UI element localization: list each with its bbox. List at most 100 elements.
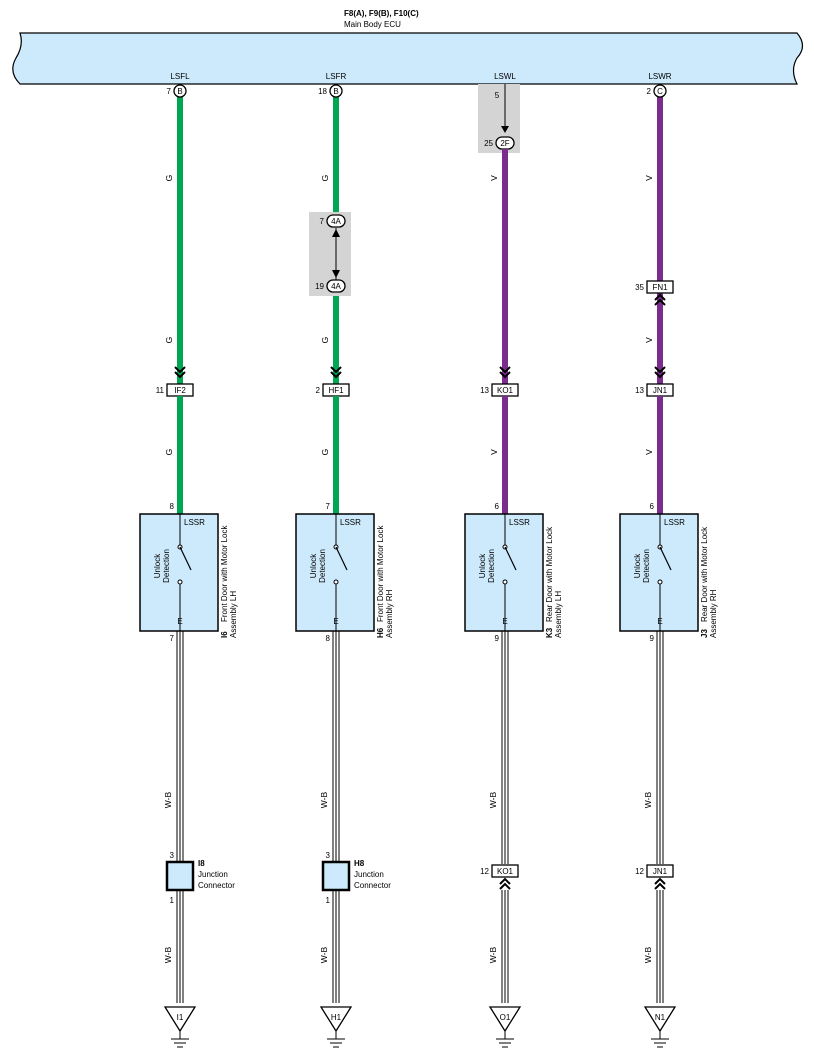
lsfl-junction-name-1: Junction — [198, 870, 228, 879]
lswr-mid-connector-box — [646, 280, 674, 294]
lswr-color-label-2: V — [644, 337, 654, 343]
lswr-ground-label-1: W-B — [643, 791, 653, 808]
lswr-terminal-name: LSWR — [648, 72, 671, 81]
lsfr-ground-name: H1 — [331, 1013, 342, 1022]
lswl-ground-name: O1 — [500, 1013, 511, 1022]
lswr-part-terminal-top: LSSR — [664, 518, 685, 527]
lsfr-junction-pin-top: 3 — [326, 851, 331, 860]
lswr-switch-contact — [657, 579, 663, 585]
lsfr-part-pin-top: 7 — [326, 502, 331, 511]
lswl-switch-blade — [504, 546, 517, 571]
lsfl-part-terminal-bottom: E — [177, 617, 182, 626]
lswr-ground-label-2: W-B — [643, 946, 653, 963]
lsfr-part-name-1: Front Door with Motor Lock — [376, 525, 385, 622]
lsfl-junction-pin-bottom: 1 — [170, 896, 175, 905]
lsfr-color-label-2: G — [320, 337, 330, 344]
lswl-part-name-1: Rear Door with Motor Lock — [545, 526, 554, 622]
lsfr-terminal-name: LSFR — [326, 72, 347, 81]
lswl-color-label-1: V — [489, 175, 499, 181]
lswl-chevron-up-lower — [499, 877, 511, 890]
lswl-upper-connector-pin: 13 — [480, 386, 489, 395]
lsfr-junction-code: H8 — [354, 859, 365, 868]
lswr-part-pin-bottom: 9 — [650, 634, 655, 643]
lswl-part-terminal-bottom: E — [502, 617, 507, 626]
lsfr-ground-triangle — [319, 1006, 353, 1033]
lsfr-color-label-lower: G — [320, 449, 330, 456]
lswl-upper-connector-label: KO1 — [497, 386, 514, 395]
lsfl-switch-blade — [179, 546, 192, 571]
lswl-switch-contact — [502, 579, 508, 585]
lswr-color-label-lower: V — [644, 449, 654, 455]
lsfl-junction-code: I8 — [198, 859, 205, 868]
lsfr-junction-pin-bottom: 1 — [326, 896, 331, 905]
lsfl-part-box — [139, 513, 219, 632]
lsfr-switch-contact — [333, 579, 339, 585]
lswr-lower-connector-pin: 12 — [635, 867, 644, 876]
lsfr-part-pin-bottom: 8 — [326, 634, 331, 643]
lsfr-ecu-connector-label: B — [333, 87, 338, 96]
lswr-ground-triangle — [643, 1006, 677, 1033]
lsfr-ground-label-2: W-B — [319, 946, 329, 963]
lsfl-color-label-1: G — [164, 175, 174, 182]
lsfr-ground-label-1: W-B — [319, 791, 329, 808]
lsfr-switch-label-2: Detection — [318, 549, 327, 583]
lsfr-part-code: H6 — [376, 627, 385, 638]
lswl-lower-connector-label: KO1 — [497, 867, 514, 876]
lswl-inline-2f-pin: 25 — [484, 139, 493, 148]
lsfl-ground-triangle — [163, 1006, 197, 1033]
lswl-part-pin-bottom: 9 — [495, 634, 500, 643]
lsfr-inline-4a-top-oval — [326, 214, 346, 228]
lswl-part-terminal-top: LSSR — [509, 518, 530, 527]
lsfl-part-pin-top: 8 — [170, 502, 175, 511]
lsfl-upper-connector-pin: 11 — [156, 386, 165, 395]
lsfr-junction-box — [321, 860, 351, 892]
lsfl-junction-name-2: Connector — [198, 881, 235, 890]
lswr-part-pin-top: 6 — [650, 502, 655, 511]
lsfl-ecu-connector-pin: 7 — [167, 87, 172, 96]
lsfl-part-pin-bottom: 7 — [170, 634, 175, 643]
lswl-color-label-lower: V — [489, 449, 499, 455]
lswr-chevron-up-lower — [654, 877, 666, 890]
lsfr-arrow-up — [332, 229, 340, 237]
lswl-part-pin-top: 6 — [495, 502, 500, 511]
lswr-lower-connector-box — [646, 864, 674, 878]
lsfl-color-label-2: G — [164, 337, 174, 344]
ecu-title: F8(A), F9(B), F10(C) — [344, 9, 419, 18]
lswr-mid-connector-pin: 35 — [635, 283, 644, 292]
lswr-upper-connector-pin: 13 — [635, 386, 644, 395]
lswr-part-box — [619, 513, 699, 632]
lswr-part-name-2: Assembly RH — [709, 589, 718, 638]
lsfr-inline-4a-top-pin: 7 — [320, 217, 325, 226]
lswl-ground-label-1: W-B — [488, 791, 498, 808]
lswl-ground-label-2: W-B — [488, 946, 498, 963]
lsfr-part-terminal-bottom: E — [333, 617, 338, 626]
lsfr-part-box — [295, 513, 375, 632]
lsfr-inline-4a-bottom-oval — [326, 279, 346, 293]
lsfl-junction-box — [165, 860, 195, 892]
lswr-ecu-connector-label: C — [657, 87, 663, 96]
lsfl-part-terminal-top: LSSR — [184, 518, 205, 527]
lsfl-ground-label-2: W-B — [163, 946, 173, 963]
lswl-lower-connector-pin: 12 — [480, 867, 489, 876]
lsfr-junction-name-1: Junction — [354, 870, 384, 879]
lsfl-terminal-name: LSFL — [170, 72, 190, 81]
lswl-arrow — [501, 126, 509, 133]
lswl-lower-connector-box — [491, 864, 519, 878]
lswl-switch-label-1: Unlock — [478, 553, 487, 578]
lsfr-inline-4a-top-label: 4A — [331, 217, 341, 226]
lsfr-ecu-connector-circle — [329, 84, 343, 98]
lswl-terminal-name: LSWL — [494, 72, 516, 81]
lsfl-color-label-lower: G — [164, 449, 174, 456]
lswl-inline-2f-label: 2F — [500, 139, 509, 148]
lsfr-inline-4a-bottom-label: 4A — [331, 282, 341, 291]
lsfl-chevron-down — [174, 366, 186, 379]
lswl-part-name-2: Assembly LH — [554, 591, 563, 638]
lsfr-chevron-down — [330, 366, 342, 379]
lswr-mid-connector-label: FN1 — [652, 283, 668, 292]
lswr-switch-label-2: Detection — [642, 549, 651, 583]
lsfr-upper-connector-label: HF1 — [328, 386, 344, 395]
lswr-switch-label-1: Unlock — [633, 553, 642, 578]
lsfl-part-name-2: Assembly LH — [229, 591, 238, 638]
